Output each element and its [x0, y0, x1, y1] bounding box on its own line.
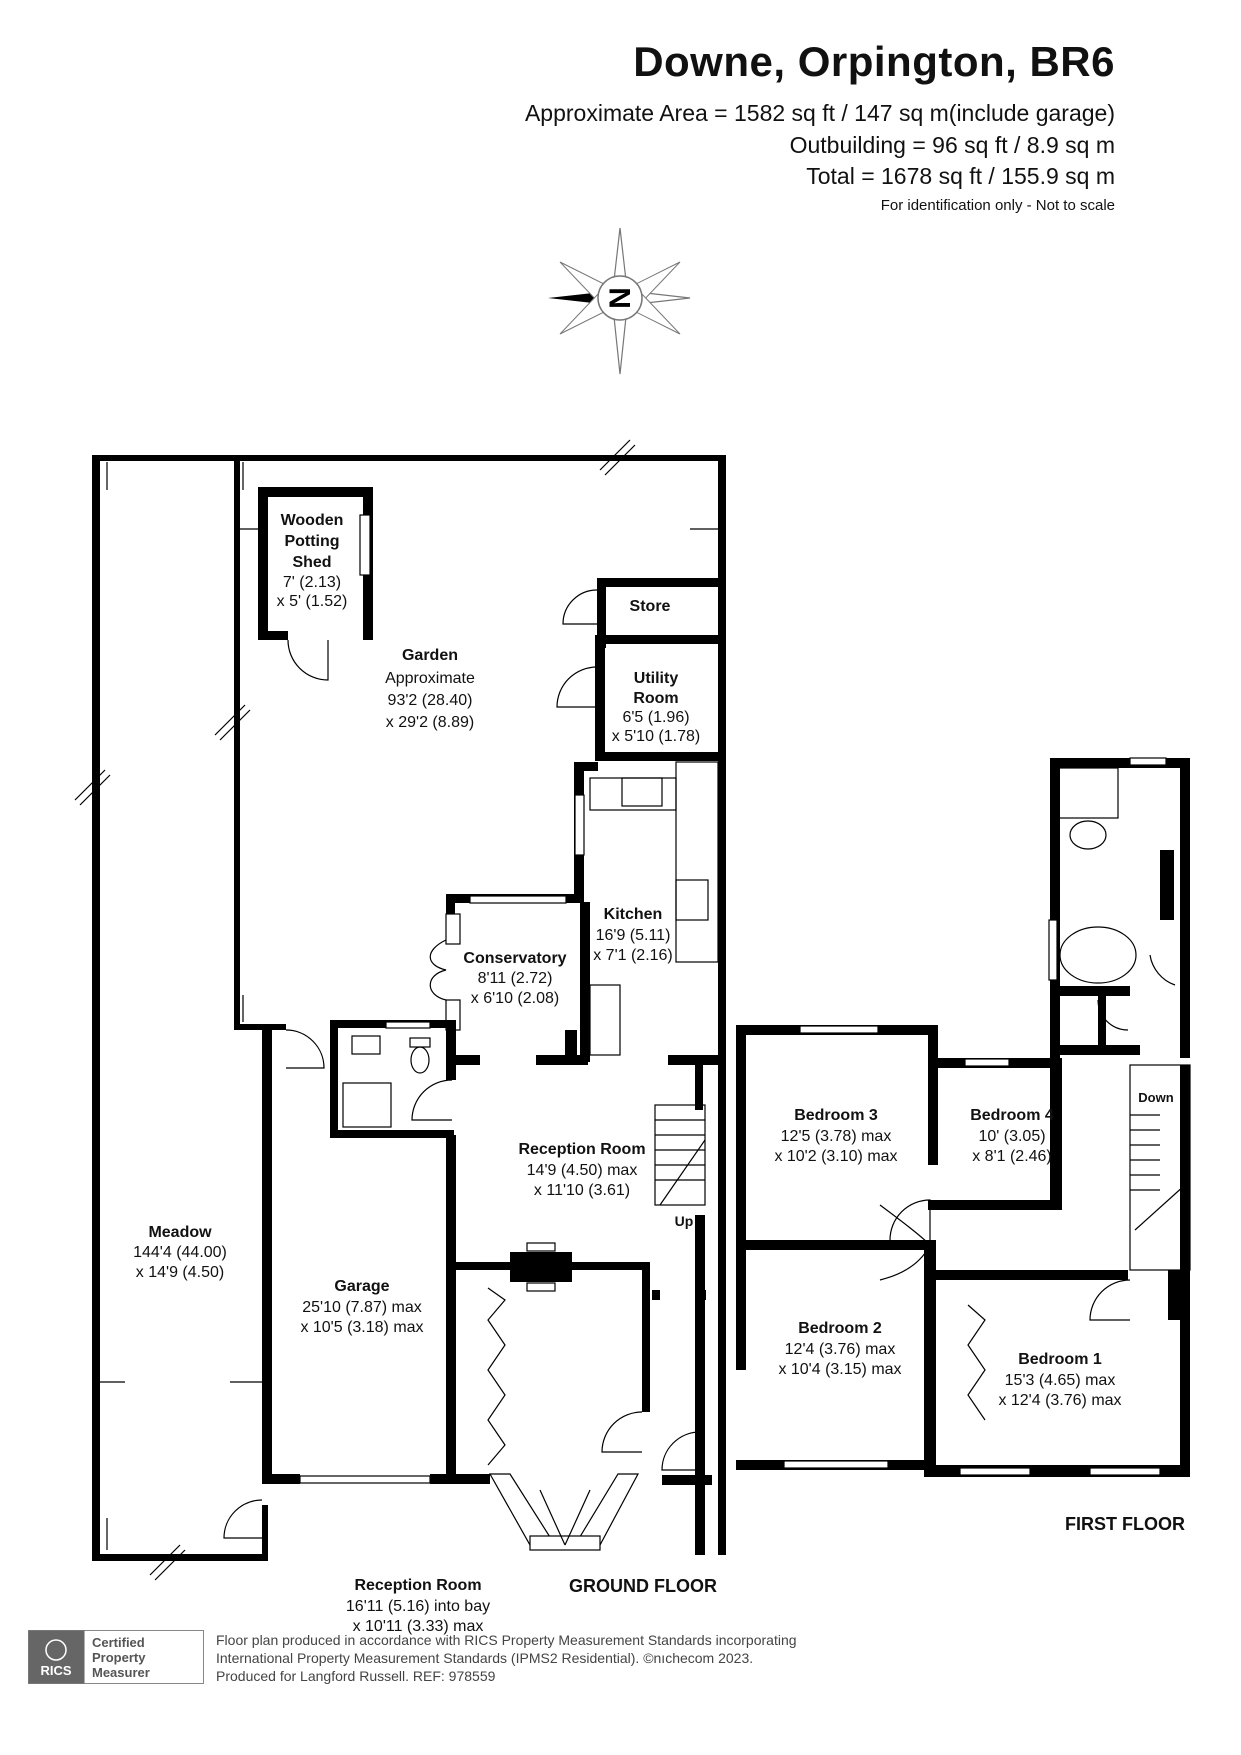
compass-letter: N [604, 287, 637, 309]
rics-certified-badge: RICS Certified Property Measurer [28, 1630, 204, 1684]
kitchen-dim-2: x 7'1 (2.16) [593, 947, 673, 964]
ground-floor-plan [74, 439, 726, 1581]
reception-room-1-dim-1: 14'9 (4.50) max [527, 1162, 638, 1179]
bedroom-1-dim-2: x 12'4 (3.76) max [998, 1392, 1121, 1409]
conservatory-dim-2: x 6'10 (2.08) [471, 990, 559, 1007]
shed-dim-2: x 5' (1.52) [277, 593, 348, 610]
stairs-up-label: Up [675, 1213, 694, 1229]
meadow-dim-1: 144'4 (44.00) [133, 1244, 227, 1261]
conservatory-name: Conservatory [463, 950, 566, 967]
bedroom-3-dim-1: 12'5 (3.78) max [781, 1128, 892, 1145]
shed-dim-1: 7' (2.13) [283, 574, 341, 591]
bedroom-4-dim-2: x 8'1 (2.46) [972, 1148, 1052, 1165]
rics-org: RICS [40, 1663, 71, 1678]
first-floor-label: FIRST FLOOR [1065, 1514, 1185, 1534]
badge-line-3: Measurer [92, 1665, 150, 1680]
shed-name-1: Wooden [281, 512, 344, 529]
stairs-down-label: Down [1138, 1090, 1173, 1105]
bedroom-1-name: Bedroom 1 [1018, 1351, 1102, 1368]
badge-line-1: Certified [92, 1635, 145, 1650]
footer-line-1: Floor plan produced in accordance with R… [216, 1632, 797, 1648]
utility-name-2: Room [633, 690, 678, 707]
meadow-name: Meadow [148, 1224, 212, 1241]
scale-disclaimer: For identification only - Not to scale [880, 197, 1115, 214]
first-floor-plan [736, 757, 1191, 1477]
ground-floor-label: GROUND FLOOR [569, 1576, 717, 1596]
garden-dim-2: x 29'2 (8.89) [386, 714, 474, 731]
bedroom-1-dim-1: 15'3 (4.65) max [1005, 1372, 1116, 1389]
kitchen-name: Kitchen [604, 906, 663, 923]
shed-name-2: Potting [284, 533, 339, 550]
badge-line-2: Property [92, 1650, 146, 1665]
store-name: Store [630, 598, 671, 615]
bedroom-3-dim-2: x 10'2 (3.10) max [774, 1148, 897, 1165]
garage-name: Garage [334, 1278, 389, 1295]
total-area-text: Total = 1678 sq ft / 155.9 sq m [806, 163, 1115, 189]
kitchen-dim-1: 16'9 (5.11) [596, 927, 671, 944]
bedroom-3-name: Bedroom 3 [794, 1107, 878, 1124]
bedroom-4-name: Bedroom 4 [970, 1107, 1054, 1124]
bedroom-2-dim-2: x 10'4 (3.15) max [778, 1361, 901, 1378]
utility-name-1: Utility [634, 670, 679, 687]
utility-dim-1: 6'5 (1.96) [622, 709, 689, 726]
shed-name-3: Shed [292, 554, 331, 571]
garden-note: Approximate [385, 670, 475, 687]
bedroom-4-dim-1: 10' (3.05) [978, 1128, 1045, 1145]
reception-room-2-dim-2: x 10'11 (3.33) max [353, 1618, 484, 1635]
garden-dim-1: 93'2 (28.40) [388, 692, 473, 709]
meadow-dim-2: x 14'9 (4.50) [136, 1264, 224, 1281]
bedroom-2-dim-1: 12'4 (3.76) max [785, 1341, 896, 1358]
utility-dim-2: x 5'10 (1.78) [612, 728, 700, 745]
footer-line-3: Produced for Langford Russell. REF: 9785… [216, 1668, 496, 1684]
reception-room-2-dim-1: 16'11 (5.16) into bay [346, 1598, 490, 1615]
garage-dim-1: 25'10 (7.87) max [302, 1299, 422, 1316]
garden-name: Garden [402, 647, 458, 664]
reception-room-2-name: Reception Room [354, 1577, 481, 1594]
compass-rose-icon: N [548, 227, 691, 375]
rics-emblem-icon [45, 1639, 67, 1661]
approximate-area-text: Approximate Area = 1582 sq ft / 147 sq m… [524, 100, 1115, 126]
garage-dim-2: x 10'5 (3.18) max [300, 1319, 423, 1336]
footer-line-2: International Property Measurement Stand… [216, 1650, 754, 1666]
conservatory-dim-1: 8'11 (2.72) [478, 970, 553, 987]
reception-room-1-name: Reception Room [518, 1141, 645, 1158]
page-title: Downe, Orpington, BR6 [633, 38, 1115, 85]
reception-room-1-dim-2: x 11'10 (3.61) [534, 1182, 630, 1199]
outbuilding-area-text: Outbuilding = 96 sq ft / 8.9 sq m [789, 132, 1115, 158]
bedroom-2-name: Bedroom 2 [798, 1320, 882, 1337]
